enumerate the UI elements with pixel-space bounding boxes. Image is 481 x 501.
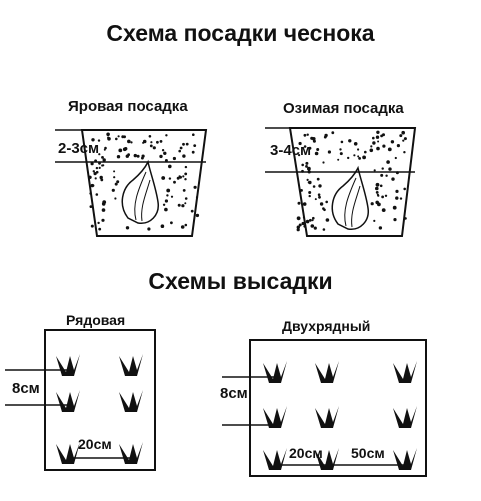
garlic-sprout-icon [56,354,80,376]
garlic-sprout-icon [119,354,143,376]
layout-section-title: Схемы высадки [148,268,333,294]
garlic-sprout-icon [263,361,287,383]
garlic-clove [121,159,159,224]
garlic-sprout-icon [393,448,417,470]
garlic-sprout-icon [56,442,80,464]
garlic-sprout-icon [119,442,143,464]
row-layout-box [5,329,156,471]
double-row-inner-width-label: 20см [289,445,323,461]
garlic-sprout-icon [263,448,287,470]
garlic-sprout-icon [263,406,287,428]
garlic-sprout-icon [56,390,80,412]
winter-planting-pot [265,127,417,237]
winter-depth-label: 3-4см [270,142,312,159]
row-width-label: 20см [78,436,112,452]
double-row-spacing-label: 8см [220,385,248,402]
garlic-sprout-icon [393,361,417,383]
garlic-sprout-icon [315,406,339,428]
double-row-layout-box [222,339,427,477]
garlic-sprout-icon [393,406,417,428]
garlic-sprout-icon [315,448,339,470]
main-title: Схема посадки чеснока [106,20,375,46]
spring-planting-pot [55,129,208,237]
row-spacing-label: 8см [12,380,40,397]
row-layout-label: Рядовая [66,312,126,328]
garlic-sprout-icon [315,361,339,383]
garlic-sprout-icon [119,390,143,412]
double-row-layout-label: Двухрядный [282,318,371,334]
soil-dots [296,130,407,232]
double-row-outer-width-label: 50см [351,445,385,461]
winter-planting-label: Озимая посадка [283,100,404,117]
garlic-clove [331,165,369,230]
spring-depth-label: 2-3см [58,140,100,157]
spring-planting-label: Яровая посадка [68,98,188,115]
